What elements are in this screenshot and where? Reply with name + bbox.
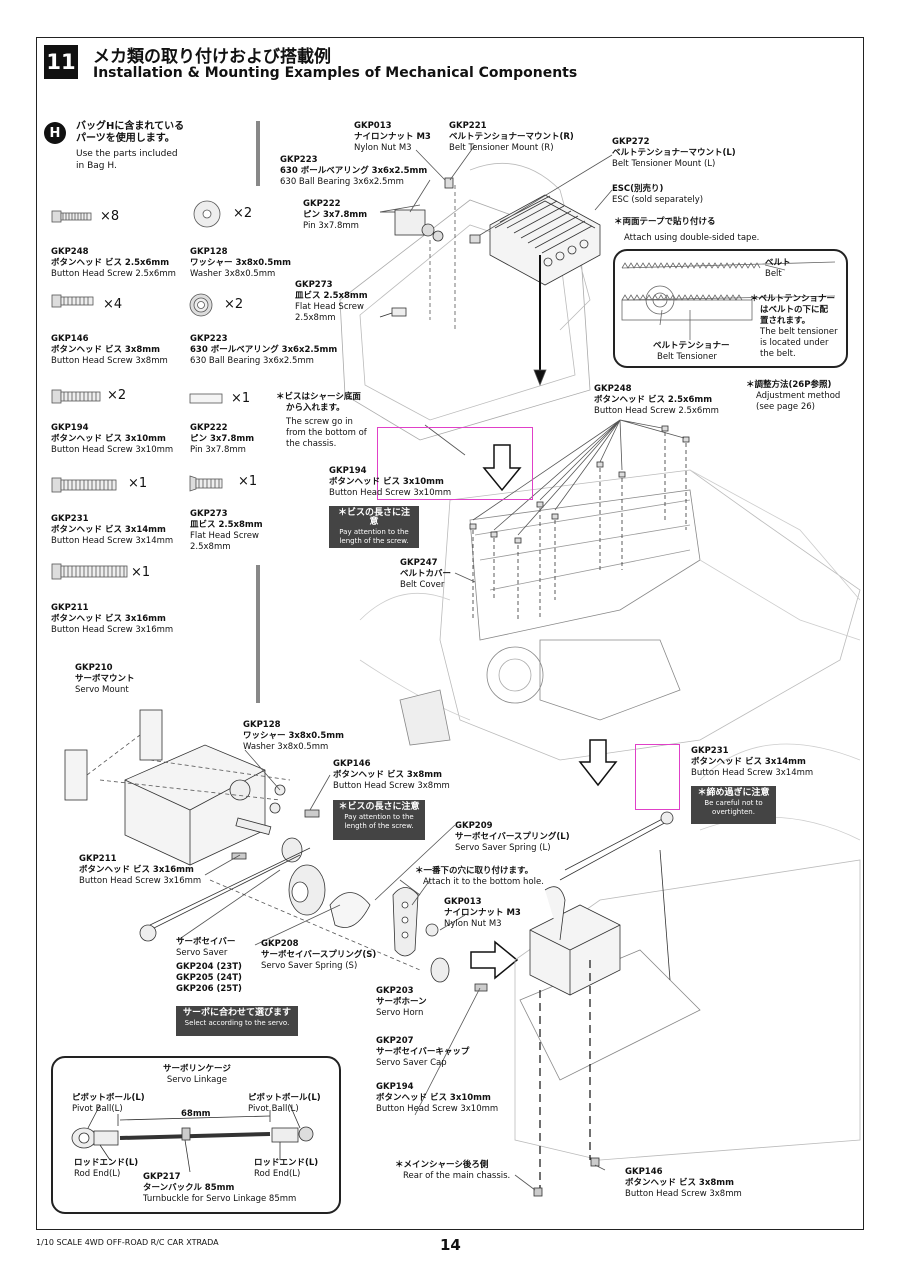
screw-icon — [51, 563, 128, 580]
linkage-length: 68mm — [181, 1109, 211, 1119]
screw-icon — [51, 294, 94, 308]
servo-saver-icon — [281, 837, 371, 928]
bag-letter-icon: H — [44, 122, 66, 144]
arrow-down-icon — [470, 444, 618, 980]
callout-label: ＊調整方法(26P参照)Adjustment method(see page 2… — [746, 380, 841, 412]
qty: ×2 — [233, 206, 253, 221]
pin-icon — [189, 393, 223, 404]
highlight-box — [635, 744, 680, 810]
callout-label: ピボットボール(L)Pivot Ball(L) — [72, 1093, 145, 1114]
callout-label: ロッドエンド(L)Rod End(L) — [74, 1158, 139, 1179]
highlight-box — [377, 427, 533, 500]
esc-icon — [489, 194, 601, 286]
servo-mount-icon — [64, 709, 163, 801]
qty: ×1 — [238, 474, 258, 489]
servo-icon — [529, 886, 621, 996]
callout-label: ESC(別売り)ESC (sold separately) — [612, 184, 704, 205]
servo-horn-icon — [392, 887, 488, 992]
qty: ×2 — [224, 297, 244, 312]
callout-label: ＊ベルトテンショナーはベルトの下に配置されます。The belt tension… — [750, 294, 838, 359]
divider-bar — [256, 121, 260, 186]
qty: ×1 — [131, 565, 151, 580]
callout-label: ピボットボール(L)Pivot Ball(L) — [248, 1093, 321, 1114]
divider-bar — [256, 565, 260, 703]
step-title-en: Installation & Mounting Examples of Mech… — [93, 65, 578, 81]
servo-icon — [124, 744, 266, 866]
qty: ×1 — [128, 476, 148, 491]
screw-icon — [51, 477, 117, 493]
bag-note: バッグHに含まれているパーツを使用します。 Use the parts incl… — [76, 121, 185, 171]
screw-icon — [51, 210, 92, 223]
qty: ×4 — [103, 297, 123, 312]
bearing-icon — [189, 293, 213, 317]
callout-label: ＊一番下の穴に取り付けます。Attach it to the bottom ho… — [415, 866, 544, 887]
callout-label: ロッドエンド(L)Rod End(L) — [254, 1158, 319, 1179]
flat-screw-icon — [189, 475, 223, 492]
belt-tensioner-inset — [613, 249, 848, 368]
washer-icon — [193, 200, 221, 228]
page-frame — [36, 37, 864, 1230]
model-name: 1/10 SCALE 4WD OFF-ROAD R/C CAR XTRADA — [36, 1238, 219, 1247]
servo-linkage-inset — [51, 1056, 341, 1214]
step-title-jp: メカ類の取り付けおよび搭載例 — [93, 47, 331, 67]
screw-icon — [51, 389, 101, 404]
qty: ×2 — [107, 388, 127, 403]
qty: ×8 — [100, 209, 120, 224]
turnbuckle-icon — [71, 1104, 314, 1173]
step-number: 11 — [44, 45, 78, 79]
belt-tensioner-icon — [379, 177, 481, 318]
page-number: 14 — [440, 1236, 461, 1254]
qty: ×1 — [231, 391, 251, 406]
